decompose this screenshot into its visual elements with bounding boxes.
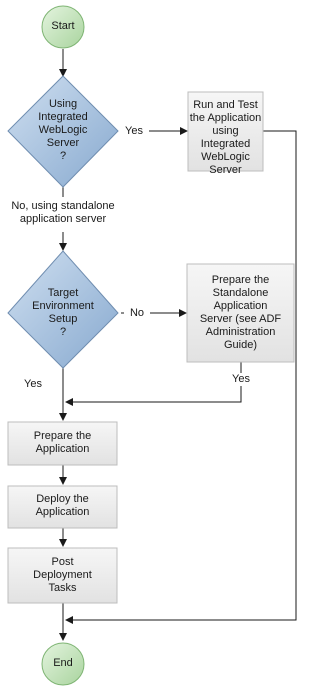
- no-target-label: No: [124, 307, 150, 320]
- decision-integrated-label: Using Integrated WebLogic Server ?: [38, 98, 88, 162]
- connector-run-test-to-end: [65, 130, 297, 624]
- box-run-test-shape: [187, 91, 264, 172]
- box-prepare-app-shape: [7, 421, 118, 466]
- box-run-test-label: Run and Test the Application using Integ…: [189, 99, 262, 176]
- decision-target-shape: [7, 250, 119, 369]
- box-deploy-app-label: Deploy the Application: [35, 493, 90, 518]
- box-post-tasks-shape: [7, 547, 118, 604]
- end-terminal-shape: [41, 642, 85, 686]
- box-post-tasks-label: Post Deployment Tasks: [33, 556, 92, 594]
- connector-standalone-to-merge: [65, 362, 242, 406]
- decision-target-label: Target Environment Setup ?: [32, 287, 94, 338]
- box-prepare-app-label: Prepare the Application: [33, 430, 92, 455]
- yes-target-label: Yes: [24, 378, 42, 390]
- no-standalone-label: No, using standalone application server: [11, 200, 115, 225]
- yes-prepared-label: Yes: [228, 373, 254, 386]
- box-prepare-standalone-label: Prepare the Standalone Application Serve…: [199, 274, 282, 351]
- decision-integrated-shape: [7, 75, 119, 188]
- yes-integrated-label: Yes: [121, 125, 147, 138]
- start-terminal-shape: [41, 5, 85, 49]
- start-label: Start: [51, 20, 75, 32]
- box-prepare-standalone-shape: [186, 263, 295, 363]
- end-label: End: [53, 657, 73, 669]
- box-deploy-app-shape: [7, 485, 118, 529]
